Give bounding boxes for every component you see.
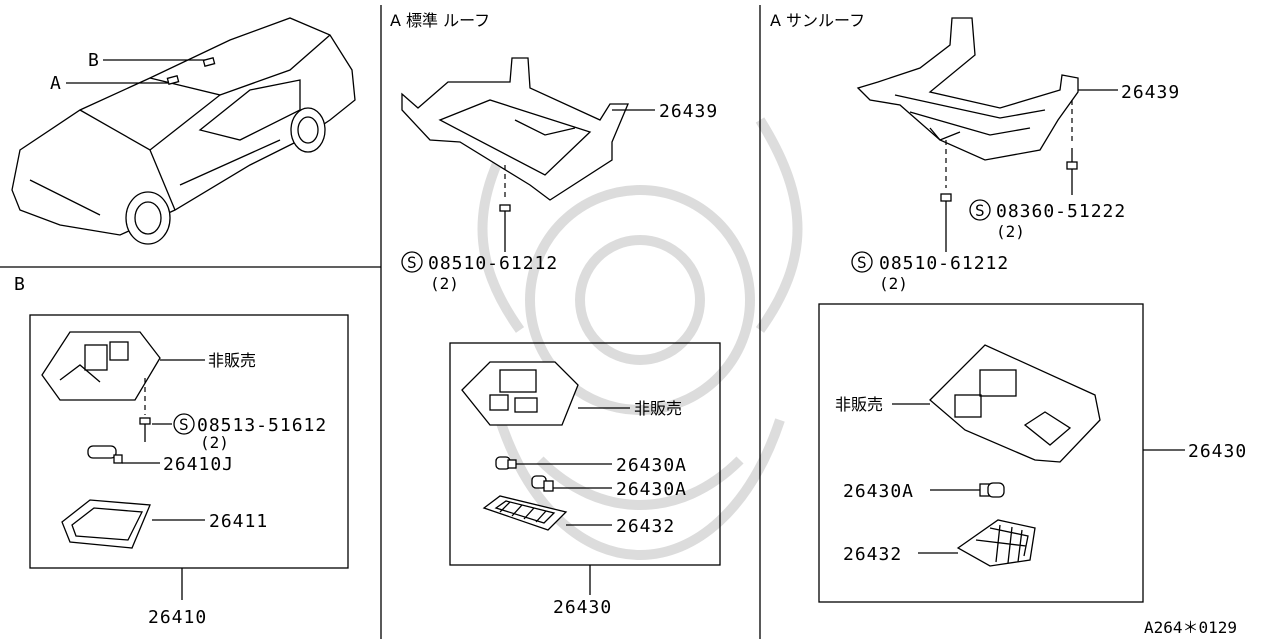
section-b-lens-part: 26411 — [209, 511, 268, 532]
section-b-screw-part: 08513-51612 — [197, 415, 327, 436]
section-b-screw-qty: (2) — [200, 433, 229, 452]
section-std-lens-part: 26432 — [616, 516, 675, 537]
section-sun-s-letter2: S — [975, 201, 985, 220]
section-std-lens-icon — [482, 495, 568, 531]
section-b-screw-icon — [139, 417, 151, 442]
section-b-bulb-part: 26410J — [163, 454, 234, 475]
diagram-code: A264＊0129 — [1144, 618, 1237, 637]
section-sun-lens-part: 26432 — [843, 544, 902, 565]
section-std-bracket — [401, 57, 629, 201]
section-std-bulb2-icon — [531, 475, 554, 492]
section-sun-s-mark — [851, 251, 873, 273]
section-sun-bulb-part: 26430A — [843, 481, 914, 502]
section-std-screw-qty: (2) — [430, 274, 459, 293]
section-sun-s-letter: S — [857, 253, 867, 272]
section-b-title: B — [14, 274, 26, 295]
section-sun-screw2-part: 08360-51222 — [996, 201, 1126, 222]
section-std-assembly-part: 26430 — [553, 597, 612, 618]
section-b-s-letter: S — [179, 415, 189, 434]
section-std-bracket-part: 26439 — [659, 101, 718, 122]
section-sun-lamp-label: 非販売 — [835, 395, 883, 414]
section-sun-bracket-part: 26439 — [1121, 82, 1180, 103]
section-b-s-mark — [173, 413, 195, 435]
section-sun-screw-part: 08510-61212 — [879, 253, 1009, 274]
section-sun-lamp-housing — [929, 344, 1101, 463]
section-sun-title: A サンルーフ — [770, 11, 865, 30]
section-sun-screw2-icon — [1066, 148, 1078, 170]
section-b-assembly-part: 26410 — [148, 607, 207, 628]
section-sun-bulb-icon — [979, 482, 1005, 498]
section-sun-s-mark2 — [969, 199, 991, 221]
section-std-screw-icon — [499, 204, 511, 228]
section-std-box — [449, 342, 721, 566]
section-sun-lens-icon — [956, 519, 1036, 567]
section-std-lamp-label: 非販売 — [634, 399, 682, 418]
section-b-bulb-icon — [87, 445, 123, 464]
section-sun-assembly-part: 26430 — [1188, 441, 1247, 462]
section-std-screw-part: 08510-61212 — [428, 253, 558, 274]
section-std-title: A 標準 ルーフ — [390, 11, 490, 30]
section-std-lamp-housing — [461, 361, 579, 426]
section-b-box — [29, 314, 349, 569]
car-label-b: B — [88, 50, 100, 71]
section-sun-box — [818, 303, 1144, 603]
section-b-lamp-housing — [41, 331, 161, 401]
section-sun-screw-qty: (2) — [879, 274, 908, 293]
section-b-lens-icon — [61, 499, 151, 549]
section-sun-screw2-qty: (2) — [996, 222, 1025, 241]
section-sun-bracket — [856, 17, 1079, 161]
car-illustration — [11, 17, 356, 245]
section-std-s-letter: S — [407, 253, 417, 272]
section-std-bulb1-part: 26430A — [616, 455, 687, 476]
section-sun-screw-icon — [940, 193, 952, 218]
section-b-lamp-label: 非販売 — [208, 351, 256, 370]
section-std-bulb2-part: 26430A — [616, 479, 687, 500]
section-std-s-mark — [401, 251, 423, 273]
watermark-emblem — [477, 117, 803, 560]
car-label-a: A — [50, 73, 62, 94]
section-std-bulb1-icon — [495, 456, 517, 470]
